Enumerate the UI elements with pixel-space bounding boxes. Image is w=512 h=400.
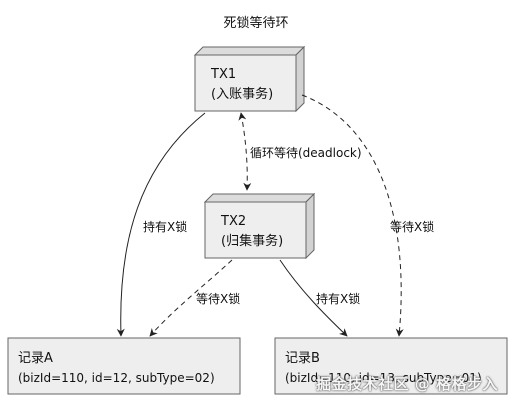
edge-tx1-waits-b — [301, 94, 404, 337]
tx2-subtitle: (归集事务) — [221, 233, 283, 249]
edge-label-tx1-holds-a: 持有X锁 — [143, 219, 187, 234]
record-b-title: 记录B — [285, 351, 320, 366]
tx1-title: TX1 — [210, 67, 236, 82]
edge-tx2-waits-a — [149, 259, 233, 337]
node-record-b[interactable]: 记录B (bizId=110, id=13, subType=01) — [274, 337, 508, 395]
edge-label-tx2-waits-a: 等待X锁 — [196, 291, 240, 306]
node-tx1[interactable]: TX1 (入账事务) — [193, 45, 306, 113]
edge-cycle — [238, 112, 252, 191]
record-b-detail: (bizId=110, id=13, subType=01) — [285, 371, 482, 385]
record-a-detail: (bizId=110, id=12, subType=02) — [18, 371, 215, 385]
tx1-subtitle: (入账事务) — [211, 86, 273, 102]
node-tx2[interactable]: TX2 (归集事务) — [203, 192, 316, 260]
node-record-a[interactable]: 记录A (bizId=110, id=12, subType=02) — [7, 337, 241, 395]
watermark: 掘金技术社区 @ 格格步入 — [316, 375, 498, 393]
tx2-title: TX2 — [220, 214, 246, 229]
edge-label-cycle: 循环等待(deadlock) — [250, 146, 362, 160]
edge-tx1-holds-a — [116, 112, 206, 337]
edge-tx2-holds-b — [279, 259, 348, 337]
edge-label-tx2-holds-b: 持有X锁 — [316, 291, 360, 306]
edge-label-tx1-waits-b: 等待X锁 — [390, 219, 434, 234]
diagram-title: 死锁等待环 — [223, 16, 289, 31]
record-a-title: 记录A — [18, 351, 53, 366]
